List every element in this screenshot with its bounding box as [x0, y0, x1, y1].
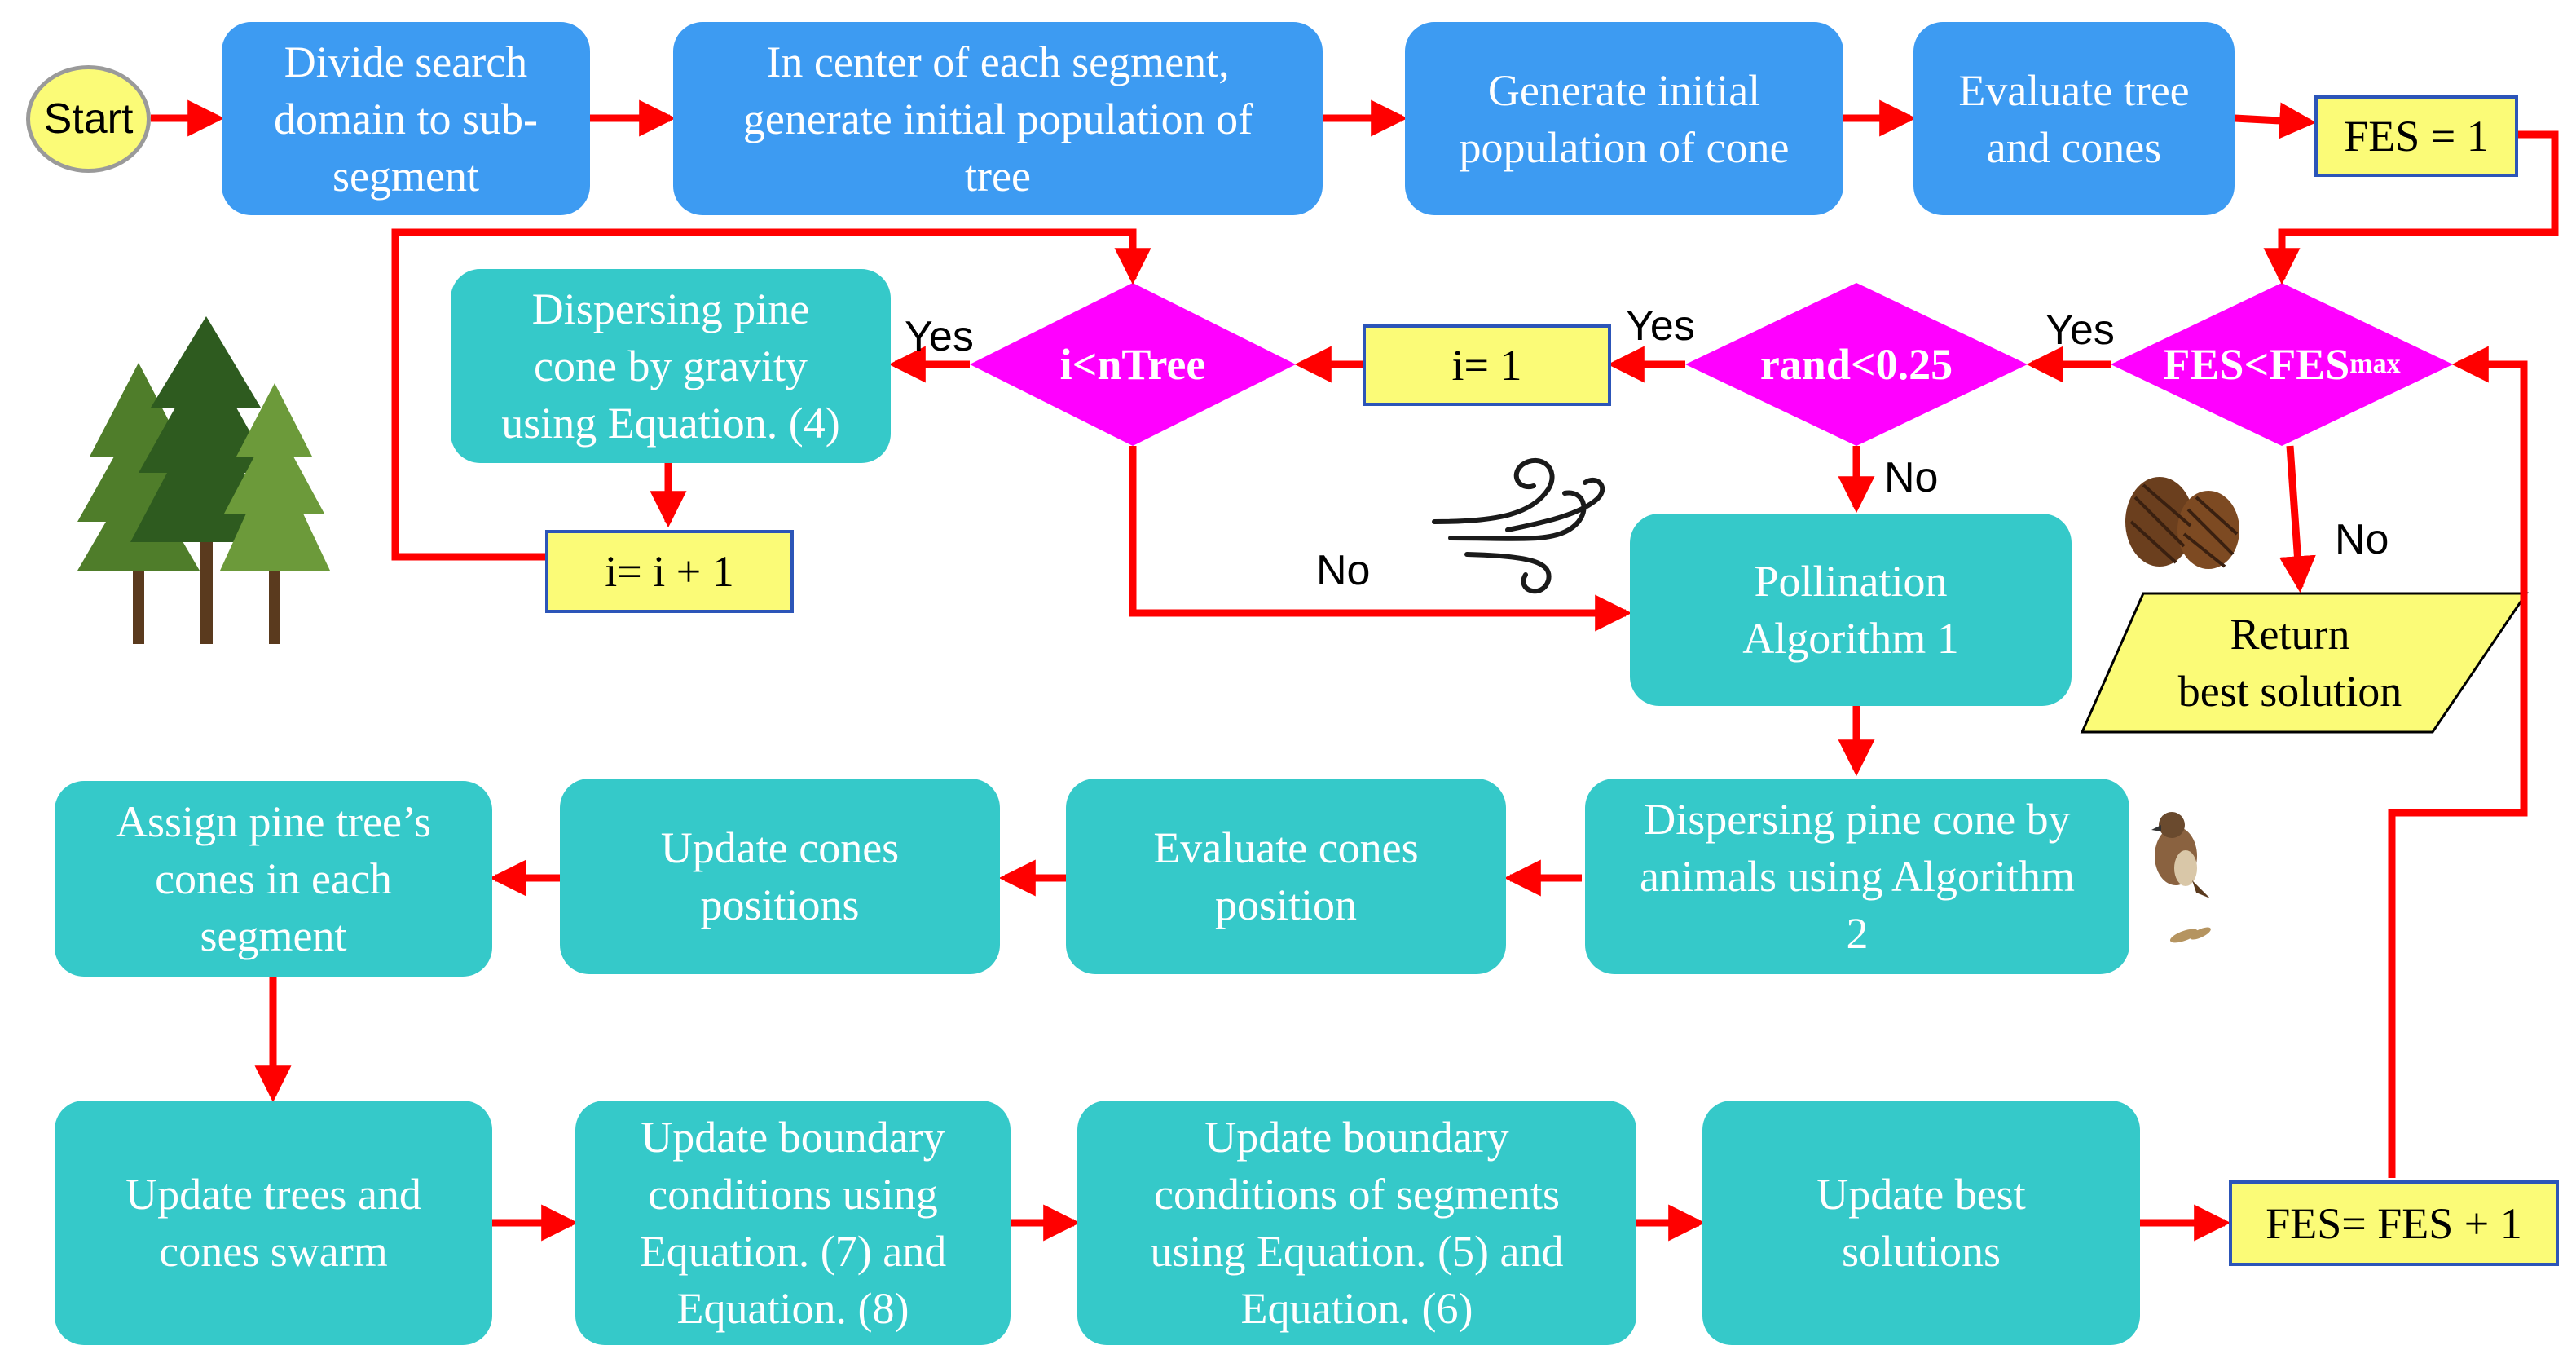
i-increment-text: i= i + 1 — [605, 547, 734, 596]
pollination-text: Pollination Algorithm 1 — [1742, 557, 1959, 663]
fes-init-text: FES = 1 — [2344, 112, 2489, 161]
fes-init-box: FES = 1 — [2314, 95, 2518, 177]
pollination-box: Pollination Algorithm 1 — [1630, 514, 2072, 706]
i-decision-label: i<nTree — [986, 332, 1279, 397]
assign-cones-text: Assign pine tree’s cones in each segment — [116, 797, 431, 960]
boundary-78-text: Update boundary conditions using Equatio… — [639, 1113, 947, 1333]
i-yes-label: Yes — [905, 313, 974, 360]
i-init-box: i= 1 — [1363, 324, 1611, 406]
pine-trees-icon — [77, 316, 330, 644]
update-swarm-box: Update trees and cones swarm — [55, 1101, 492, 1345]
init-tree-text: In center of each segment, generate init… — [742, 37, 1253, 201]
init-tree-box: In center of each segment, generate init… — [673, 22, 1323, 215]
connectors — [151, 99, 2559, 1242]
fes-yes-label: Yes — [2045, 307, 2115, 354]
rand-decision-diamond — [1685, 283, 2028, 446]
arrow-icheck-no — [1129, 446, 1632, 632]
evaluate-tree-box: Evaluate tree and cones — [1913, 22, 2235, 215]
arrow-fescheck-no — [2279, 445, 2316, 593]
divide-domain-text: Divide search domain to sub- segment — [274, 37, 538, 201]
evaluate-cones-box: Evaluate cones position — [1066, 779, 1506, 974]
evaluate-tree-text: Evaluate tree and cones — [1958, 65, 2190, 172]
animals-text: Dispersing pine cone by animals using Al… — [1640, 795, 2075, 958]
gravity-box: Dispersing pine cone by gravity using Eq… — [451, 269, 891, 463]
boundary-56-text: Update boundary conditions of segments u… — [1150, 1113, 1564, 1333]
rand-decision-label: rand<0.25 — [1703, 332, 2010, 397]
arrow-fes-fescheck — [2263, 130, 2559, 285]
init-cone-text: Generate initial population of cone — [1459, 65, 1790, 172]
start-node: Start — [26, 65, 151, 173]
wind-icon — [1432, 457, 1605, 594]
fes-no-label: No — [2335, 516, 2389, 563]
fes-decision-text: FES<FES — [2163, 340, 2350, 389]
update-best-box: Update best solutions — [1702, 1101, 2140, 1345]
fes-decision-diamond — [2111, 283, 2453, 446]
i-no-label: No — [1316, 547, 1371, 594]
start-label: Start — [43, 95, 134, 143]
divide-domain-box: Divide search domain to sub- segment — [222, 22, 590, 215]
update-best-text: Update best solutions — [1816, 1170, 2026, 1276]
return-best-text: Return best solution — [2177, 610, 2402, 716]
arrow-increment-loop — [391, 228, 1151, 561]
fes-decision-subscript: max — [2349, 349, 2401, 379]
rand-yes-label: Yes — [1626, 302, 1695, 350]
boundary-56-box: Update boundary conditions of segments u… — [1077, 1101, 1636, 1345]
update-cones-box: Update cones positions — [560, 779, 1000, 974]
i-init-text: i= 1 — [1451, 341, 1522, 390]
i-increment-box: i= i + 1 — [545, 530, 794, 613]
evaluate-cones-text: Evaluate cones position — [1153, 823, 1419, 929]
pine-cones-icon — [2125, 477, 2239, 569]
update-cones-text: Update cones positions — [660, 823, 900, 929]
arrow-evaluate-fes — [2234, 102, 2317, 139]
fes-increment-text: FES= FES + 1 — [2266, 1198, 2522, 1248]
sparrow-icon — [2151, 812, 2211, 943]
arrow-fesinc-loop — [2388, 346, 2528, 1178]
return-parallelogram — [2080, 592, 2529, 734]
boundary-78-box: Update boundary conditions using Equatio… — [575, 1101, 1011, 1345]
assign-cones-box: Assign pine tree’s cones in each segment — [55, 781, 492, 977]
update-swarm-text: Update trees and cones swarm — [125, 1170, 421, 1276]
rand-no-label: No — [1884, 454, 1939, 501]
i-decision-diamond — [970, 283, 1296, 446]
return-best-label: Return best solution — [2119, 602, 2461, 724]
rand-decision-text: rand<0.25 — [1759, 340, 1953, 389]
init-cone-box: Generate initial population of cone — [1405, 22, 1843, 215]
i-decision-text: i<nTree — [1059, 340, 1206, 389]
animals-box: Dispersing pine cone by animals using Al… — [1585, 779, 2129, 974]
gravity-text: Dispersing pine cone by gravity using Eq… — [501, 285, 840, 448]
fes-increment-box: FES= FES + 1 — [2229, 1180, 2559, 1266]
